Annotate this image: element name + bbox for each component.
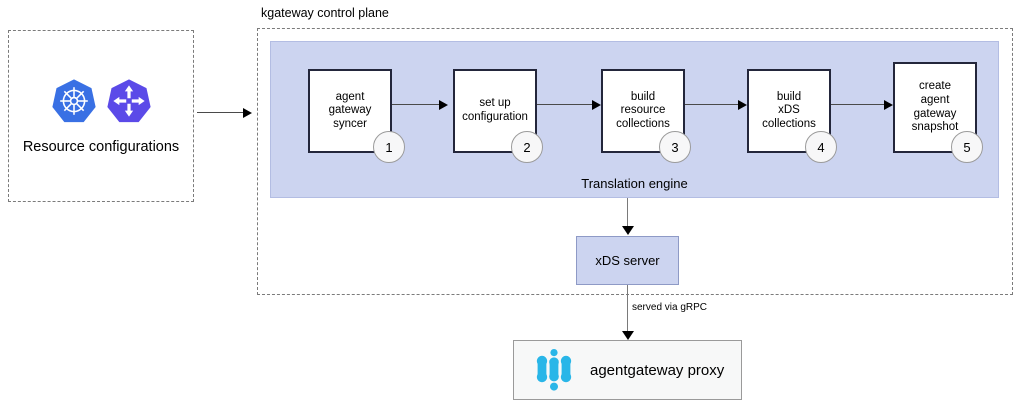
xds-server-box[interactable]: xDS server: [576, 236, 679, 285]
connector-step-4-to-5: [831, 104, 887, 106]
step-number-5: 5: [963, 139, 971, 155]
resource-configurations-label-wrap: Resource configurations: [8, 140, 194, 158]
connector-step-2-to-3: [537, 104, 595, 106]
step-label-5: create agent gateway snapshot: [911, 80, 959, 134]
step-number-4: 4: [817, 139, 825, 155]
connector-step-3-to-4: [685, 104, 741, 106]
control-plane-label: kgateway control plane: [261, 6, 389, 20]
step-label-1: agent gateway syncer: [328, 90, 372, 130]
step-badge-5: 5: [951, 131, 983, 163]
agentgateway-icon: [532, 349, 576, 391]
step-badge-1: 1: [373, 131, 405, 163]
step-label-4: build xDS collections: [762, 90, 816, 130]
connector-step-4-to-5-arrowhead: [884, 99, 893, 110]
connector-engine-to-xds: [627, 198, 629, 227]
translation-engine-label: Translation engine: [581, 176, 688, 191]
step-number-1: 1: [385, 139, 393, 155]
connector-step-1-to-2-arrowhead: [439, 99, 448, 110]
resource-configurations-label: Resource configurations: [22, 139, 180, 155]
resource-configurations-icons: [38, 78, 164, 124]
step-number-2: 2: [523, 139, 531, 155]
step-badge-3: 3: [659, 131, 691, 163]
agentgateway-proxy-label: agentgateway proxy: [590, 361, 725, 379]
connector-xds-to-proxy: [627, 285, 629, 333]
step-box-2[interactable]: set up configuration: [453, 69, 537, 153]
step-badge-4: 4: [805, 131, 837, 163]
xds-server-label: xDS server: [595, 253, 660, 268]
step-label-2: set up configuration: [462, 97, 528, 123]
kubernetes-icon: [51, 78, 97, 124]
connector-configs-arrowhead: [243, 107, 252, 118]
agentgateway-proxy-box[interactable]: agentgateway proxy: [513, 340, 742, 400]
translation-engine-label-wrap: Translation engine: [270, 177, 999, 193]
step-number-3: 3: [671, 139, 679, 155]
gateway-api-icon: [106, 78, 152, 124]
control-plane-group: [257, 28, 1013, 295]
connector-xds-to-proxy-arrowhead: [621, 331, 634, 340]
connector-step-1-to-2: [392, 104, 441, 106]
step-badge-2: 2: [511, 131, 543, 163]
resource-configurations-group: [8, 30, 194, 202]
step-label-3: build resource collections: [616, 90, 670, 130]
connector-xds-to-proxy-label: served via gRPC: [632, 302, 708, 313]
connector-configs-to-control-plane: [197, 112, 245, 114]
connector-step-3-to-4-arrowhead: [738, 99, 747, 110]
connector-step-2-to-3-arrowhead: [592, 99, 601, 110]
connector-engine-to-xds-arrowhead: [621, 226, 634, 235]
